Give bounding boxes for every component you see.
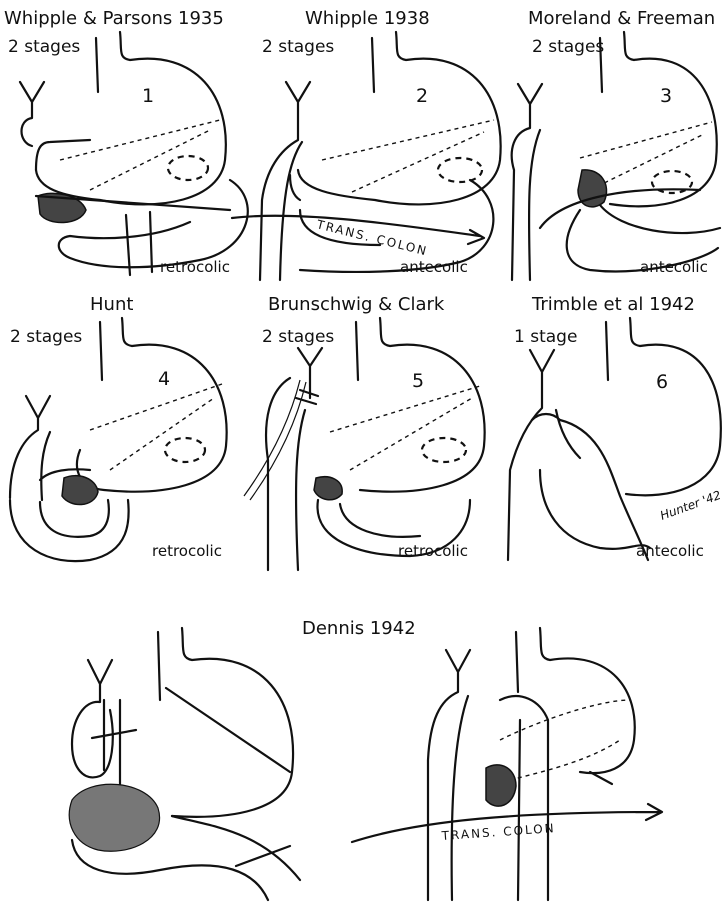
panel-5-number: 5 xyxy=(412,370,424,392)
panel-4-note: retrocolic xyxy=(152,542,222,560)
panel-6-stages: 1 stage xyxy=(514,327,577,347)
panel-5-drawing xyxy=(244,318,485,570)
panel-6-title: Trimble et al 1942 xyxy=(531,294,695,315)
dennis-right-drawing xyxy=(352,628,662,900)
bottom-section: Dennis 1942 TRANS. COLON xyxy=(69,618,662,900)
panel-1-number: 1 xyxy=(142,85,154,107)
panel-5: Brunschwig & Clark 2 stages 5 retrocolic xyxy=(244,294,485,570)
panel-4: Hunt 2 stages 4 retrocolic xyxy=(10,294,227,561)
panel-1: Whipple & Parsons 1935 2 stages 1 retroc… xyxy=(4,8,248,276)
panel-6-number: 6 xyxy=(656,371,668,393)
panel-2-number: 2 xyxy=(416,85,428,107)
panel-4-stages: 2 stages xyxy=(10,327,82,347)
bottom-colon-label: TRANS. COLON xyxy=(440,821,556,843)
panel-6-drawing xyxy=(508,318,721,560)
panel-4-title: Hunt xyxy=(90,294,133,315)
panel-3-note: antecolic xyxy=(640,258,708,276)
bottom-title: Dennis 1942 xyxy=(302,618,416,639)
panel-5-stages: 2 stages xyxy=(262,327,334,347)
panel-4-drawing xyxy=(10,318,227,561)
panel-2-title: Whipple 1938 xyxy=(305,8,430,29)
panel-5-title: Brunschwig & Clark xyxy=(268,294,445,315)
panel-2: Whipple 1938 2 stages 2 antecolic TRANS.… xyxy=(232,8,501,280)
panel-1-stages: 2 stages xyxy=(8,37,80,57)
panel-4-number: 4 xyxy=(158,368,170,390)
panel-3-title: Moreland & Freeman xyxy=(528,8,715,29)
panel-3-stages: 2 stages xyxy=(532,37,604,57)
dennis-left-drawing xyxy=(69,628,300,900)
panel-3-drawing xyxy=(512,32,720,280)
panel-1-title: Whipple & Parsons 1935 xyxy=(4,8,224,29)
panel-2-stages: 2 stages xyxy=(262,37,334,57)
panel-2-colon-label: TRANS. COLON xyxy=(314,217,429,258)
panel-3-number: 3 xyxy=(660,85,672,107)
panel-6: Trimble et al 1942 1 stage 6 antecolic H… xyxy=(508,294,723,560)
panel-3: Moreland & Freeman 2 stages 3 antecolic xyxy=(512,8,720,280)
panel-1-drawing xyxy=(20,32,248,275)
